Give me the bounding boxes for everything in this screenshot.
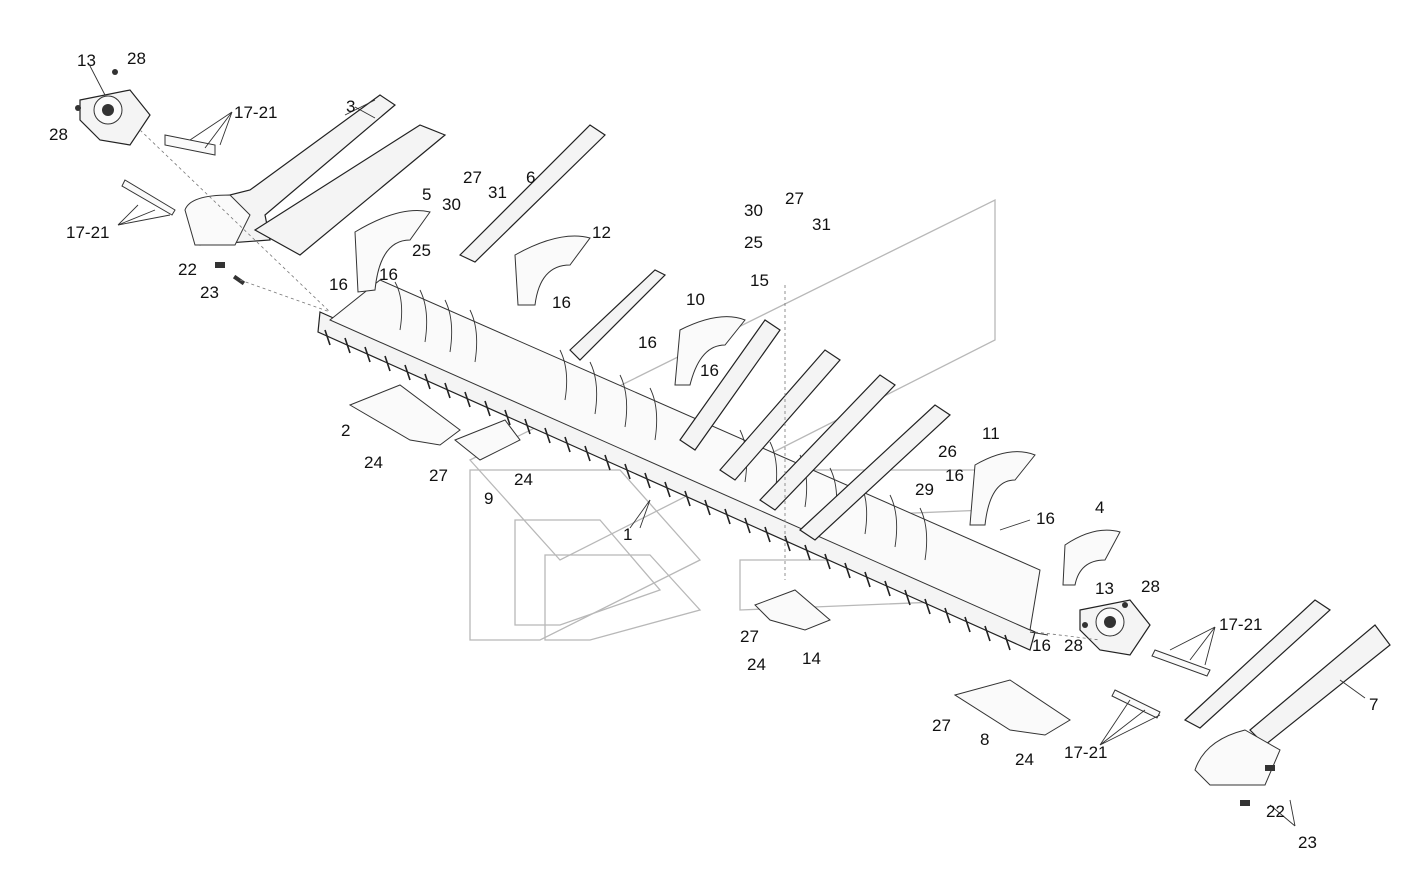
label-16: 16 [1036,509,1055,528]
label-13: 13 [1095,579,1114,598]
label-16: 16 [945,466,964,485]
label-27: 27 [463,168,482,187]
label-5: 5 [422,185,431,204]
label-17-21: 17-21 [1064,743,1107,762]
label-16: 16 [700,361,719,380]
curved-covers [354,210,1121,586]
leader-1 [639,499,651,529]
bottom-plates [348,384,1071,736]
label-6: 6 [526,168,535,187]
label-25: 25 [412,241,431,260]
left-end-housing-13 [79,89,151,146]
label-13: 13 [77,51,96,70]
label-27: 27 [429,466,448,485]
label-24: 24 [514,470,533,489]
label-17-21: 17-21 [234,103,277,122]
leader-lines [89,65,1366,827]
label-17-21: 17-21 [66,223,109,242]
label-28: 28 [127,49,146,68]
label-7: 7 [1369,695,1378,714]
label-29: 29 [915,480,934,499]
label-16: 16 [638,333,657,352]
label-27: 27 [740,627,759,646]
callout-labels: 13 28 28 17-21 17-21 3 5 27 30 31 6 25 1… [49,49,1378,852]
label-3: 3 [346,97,355,116]
label-24: 24 [364,453,383,472]
label-30: 30 [442,195,461,214]
label-25: 25 [744,233,763,252]
label-31: 31 [488,183,507,202]
label-22: 22 [178,260,197,279]
label-23: 23 [200,283,219,302]
label-15: 15 [750,271,769,290]
label-11: 11 [982,424,1000,443]
left-frame-3 [184,94,447,256]
label-2: 2 [341,421,350,440]
label-24: 24 [747,655,766,674]
label-16: 16 [379,265,398,284]
label-9: 9 [484,489,493,508]
label-23: 23 [1298,833,1317,852]
label-26: 26 [938,442,957,461]
label-8: 8 [980,730,989,749]
label-27: 27 [785,189,804,208]
cutter-bar-assembly [317,279,1041,651]
label-16: 16 [1032,636,1051,655]
label-14: 14 [802,649,821,668]
label-4: 4 [1095,498,1104,517]
label-31: 31 [812,215,831,234]
guide-lines [139,129,1101,641]
label-27: 27 [932,716,951,735]
label-12: 12 [592,223,611,242]
label-28: 28 [1141,577,1160,596]
label-1: 1 [623,525,632,544]
label-16: 16 [329,275,348,294]
label-28: 28 [49,125,68,144]
right-frame-7 [1183,599,1391,786]
label-30: 30 [744,201,763,220]
label-10: 10 [686,290,705,309]
bracket-arms [458,124,951,541]
label-28: 28 [1064,636,1083,655]
label-22: 22 [1266,802,1285,821]
knife-teeth [324,329,1011,651]
small-parts [75,69,1275,806]
right-end-housing-13 [1079,599,1151,656]
label-17-21: 17-21 [1219,615,1262,634]
label-24: 24 [1015,750,1034,769]
label-16: 16 [552,293,571,312]
